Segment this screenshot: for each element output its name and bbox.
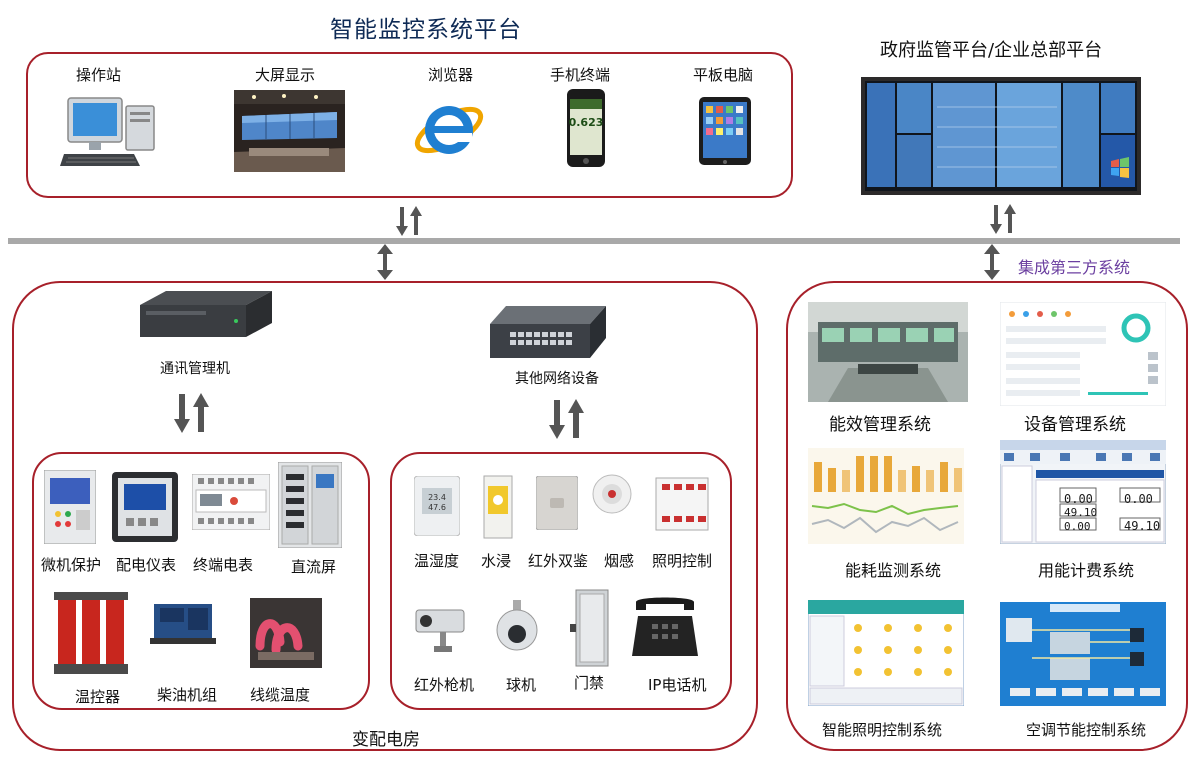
temp-humidity-sensor-icon: 23.4 47.6 [414,476,460,536]
label-lighting-control: 照明控制 [652,552,713,570]
updown-arrows-top-left [396,206,422,236]
double-arrow-right [984,244,1000,280]
energy-monitoring-chart [808,448,964,544]
third-party-title: 集成第三方系统 [1018,258,1131,277]
third-party-box [786,281,1188,751]
ie-browser-icon [414,106,484,154]
label-terminal-meter: 终端电表 [193,556,254,574]
label-power-meter: 配电仪表 [116,556,177,574]
billing-system-screen [1000,440,1166,544]
label-tablet: 平板电脑 [693,66,754,84]
network-bus [8,238,1180,244]
updown-arrows-network [549,399,584,439]
label-big-screen: 大屏显示 [255,66,316,84]
label-device-management: 设备管理系统 [1024,415,1126,435]
label-temp-humidity: 温湿度 [414,552,460,570]
label-pir: 红外双鉴 [528,552,589,570]
substation-box [12,281,758,751]
workstation-icon [60,97,155,166]
label-relay-protection: 微机保护 [41,556,102,574]
label-access-control: 门禁 [574,674,605,692]
updown-arrows-top-right [990,204,1016,234]
comm-manager-icon [140,291,272,337]
tablet-icon [699,97,751,165]
terminal-meter-icon [192,474,270,530]
label-smoke: 烟感 [604,552,635,570]
label-hvac: 空调节能控制系统 [1026,721,1147,739]
main-title: 智能监控系统平台 [330,17,522,43]
power-meter-icon [112,472,178,542]
label-mobile: 手机终端 [550,66,611,84]
video-wall-photo [234,90,345,172]
billing-value-3: 49.10 [1064,506,1098,519]
label-network-devices: 其他网络设备 [515,371,599,387]
label-smart-lighting: 智能照明控制系统 [822,721,943,739]
svg-text:23.4: 23.4 [428,493,446,502]
power-devices-box [32,452,370,710]
dome-camera-icon [496,600,538,651]
gov-platform-title: 政府监管平台/企业总部平台 [880,40,1103,61]
cable-temperature-icon [250,598,322,668]
monitoring-platform-box [26,52,793,198]
dc-panel-icon [278,462,342,548]
relay-protection-icon [44,470,96,544]
label-energy-efficiency: 能效管理系统 [829,415,931,435]
pir-sensor-icon [536,476,578,530]
label-energy-monitoring: 能耗监测系统 [845,561,942,580]
hvac-control-screen [1000,602,1166,706]
access-control-icon [570,589,609,667]
label-water-leak: 水浸 [481,552,512,570]
label-dc-panel: 直流屏 [291,558,337,576]
label-diesel-generator: 柴油机组 [157,686,218,704]
double-arrow-left [377,244,393,280]
gov-video-wall-photo [861,77,1141,195]
phone-reading: 0.623 [568,116,604,129]
bullet-camera-icon [415,609,465,652]
network-switch-icon [490,306,606,358]
label-bullet-camera: 红外枪机 [414,676,475,694]
billing-value-1: 0.00 [1064,492,1093,506]
label-ip-phone: IP电话机 [648,676,707,694]
device-management-dashboard [1000,302,1166,406]
label-billing: 用能计费系统 [1038,561,1135,580]
lighting-control-icon [655,477,709,531]
label-browser: 浏览器 [428,66,474,84]
smoke-detector-icon [592,474,632,514]
diesel-generator-icon [150,604,216,644]
ip-phone-icon [632,597,698,656]
label-cable-temperature: 线缆温度 [250,686,311,704]
energy-efficiency-photo [808,302,968,402]
smartphone-icon [567,89,605,167]
label-temp-controller: 温控器 [75,688,121,706]
label-dome-camera: 球机 [506,676,537,694]
sensors-box [390,452,732,710]
billing-value-2: 0.00 [1124,492,1153,506]
updown-arrows-comm [174,393,209,433]
billing-value-5: 49.10 [1124,519,1161,533]
label-operator-station: 操作站 [76,66,122,84]
svg-text:47.6: 47.6 [428,503,446,512]
water-leak-sensor-icon [483,475,513,539]
transformer-icon [54,592,128,674]
billing-value-4: 0.00 [1064,520,1091,533]
smart-lighting-screen [808,600,964,706]
label-comm-manager: 通讯管理机 [160,361,230,377]
substation-label: 变配电房 [352,730,420,750]
